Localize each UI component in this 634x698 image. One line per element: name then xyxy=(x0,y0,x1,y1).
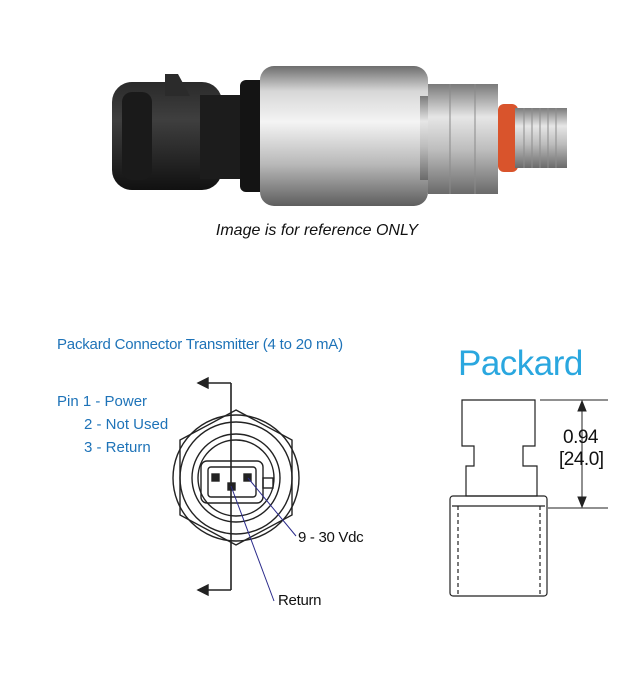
pin-2-label: 2 - Not Used xyxy=(84,416,169,433)
pin-1-label: Pin 1 - Power xyxy=(57,393,148,410)
dimension-inches: 0.94 xyxy=(563,427,598,448)
pin-3-label: 3 - Return xyxy=(84,439,151,456)
threaded-fitting xyxy=(515,108,567,168)
return-callout-line xyxy=(230,485,275,602)
voltage-callout-line xyxy=(247,477,297,537)
return-callout: Return xyxy=(278,592,322,609)
steel-housing xyxy=(260,66,498,206)
diagram-title: Packard Connector Transmitter (4 to 20 m… xyxy=(57,336,343,353)
connector-face-drawing xyxy=(172,376,300,597)
dimension-lines xyxy=(540,399,608,509)
dimension-mm: [24.0] xyxy=(559,449,604,470)
o-ring-seal xyxy=(498,104,518,172)
product-photo xyxy=(112,66,567,206)
voltage-callout: 9 - 30 Vdc xyxy=(298,529,364,546)
photo-caption: Image is for reference ONLY xyxy=(215,222,419,239)
packard-profile-drawing xyxy=(449,399,548,597)
packard-title: Packard xyxy=(458,344,583,383)
